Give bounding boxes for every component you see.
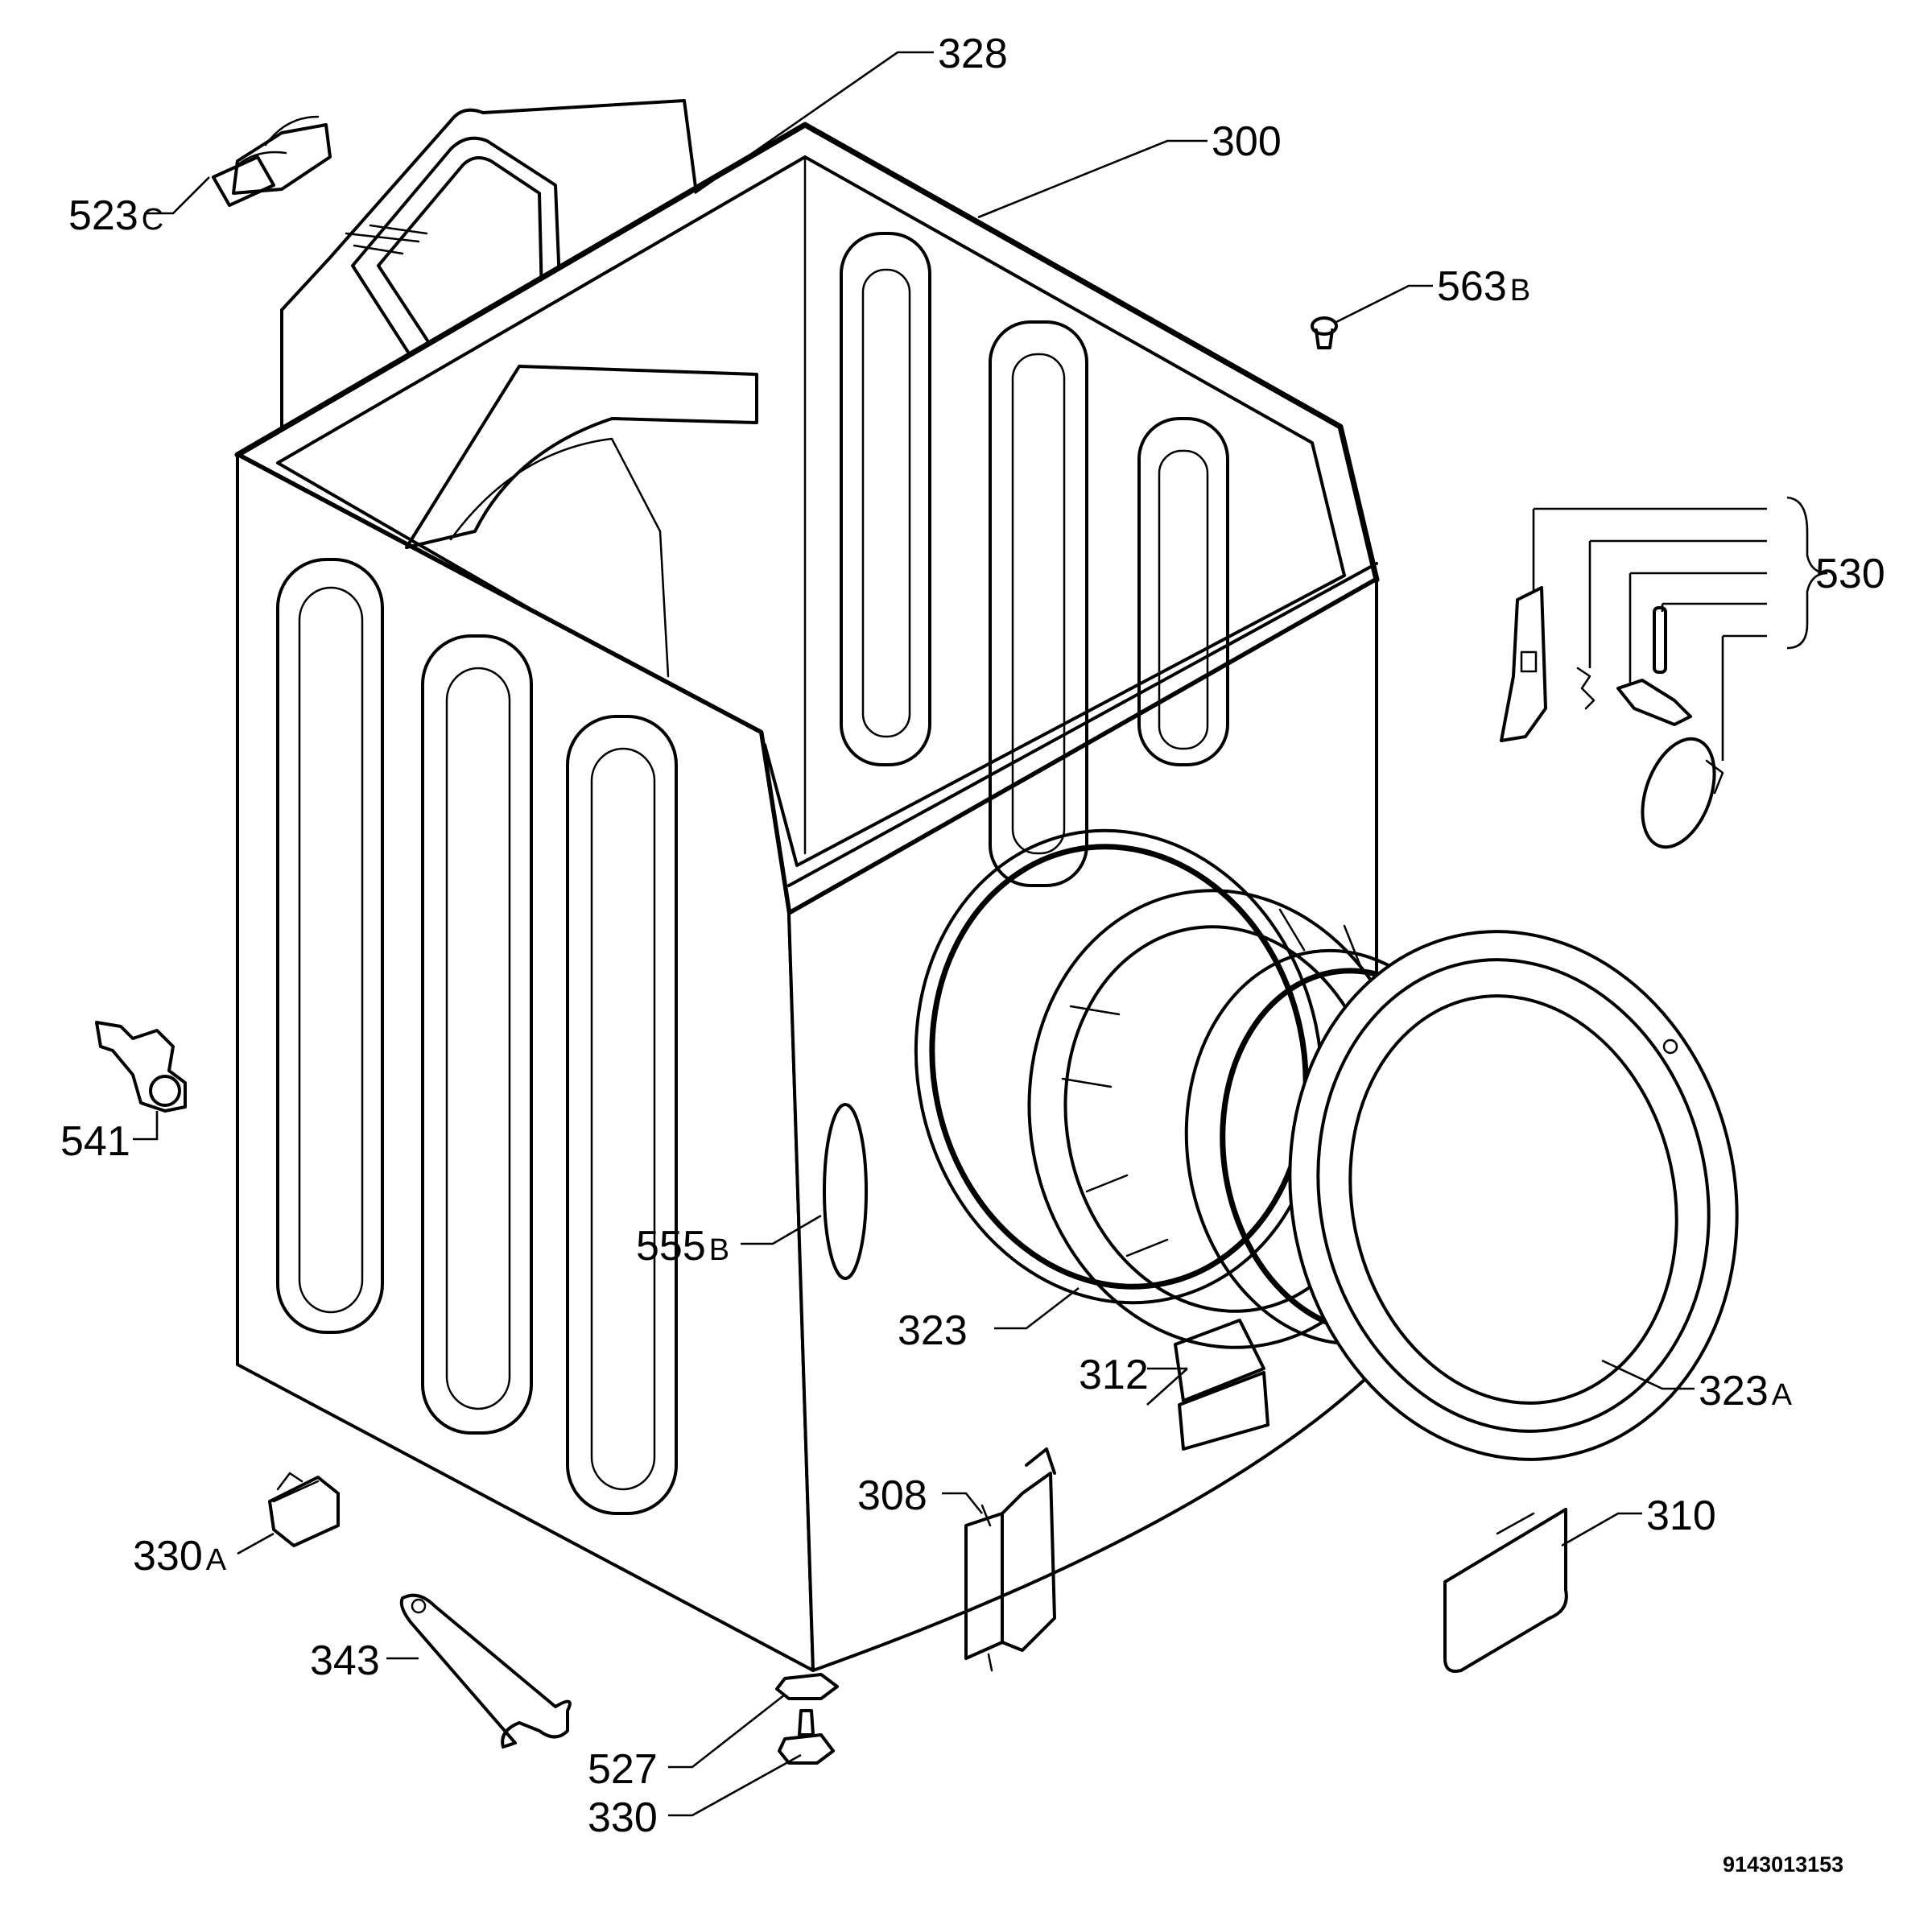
foot-nut-527 [775, 1673, 839, 1700]
callout-530: 530 [1815, 551, 1885, 597]
foot-screw-330 [778, 1709, 835, 1765]
callout-323: 323 [898, 1307, 968, 1354]
outer-door-ring-323a [1288, 930, 1739, 1461]
bracket-541 [95, 1021, 187, 1113]
callout-308: 308 [857, 1472, 927, 1519]
leader-lines [133, 51, 1828, 1817]
service-cover-310 [1443, 1508, 1568, 1673]
callout-300: 300 [1212, 118, 1282, 165]
door-hinge-308 [964, 1447, 1056, 1672]
left-face-panels [276, 558, 678, 1515]
door-latch-parts-530 [1500, 586, 1724, 849]
callout-527: 527 [588, 1746, 658, 1793]
foot-330a [268, 1472, 340, 1547]
callout-328: 328 [938, 31, 1008, 77]
cabinet-300 [234, 122, 1380, 1672]
inner-wall-panels [840, 232, 1229, 887]
document-number: 9143013153 [1723, 1852, 1843, 1877]
wrench-343 [399, 1593, 572, 1749]
callout-330: 330 [588, 1794, 658, 1841]
callout-310: 310 [1646, 1493, 1716, 1539]
callout-343: 343 [310, 1637, 380, 1684]
screw-563b [1311, 316, 1338, 349]
clip-523c [212, 115, 332, 207]
callout-312: 312 [1079, 1352, 1149, 1398]
callout-541: 541 [60, 1118, 130, 1165]
